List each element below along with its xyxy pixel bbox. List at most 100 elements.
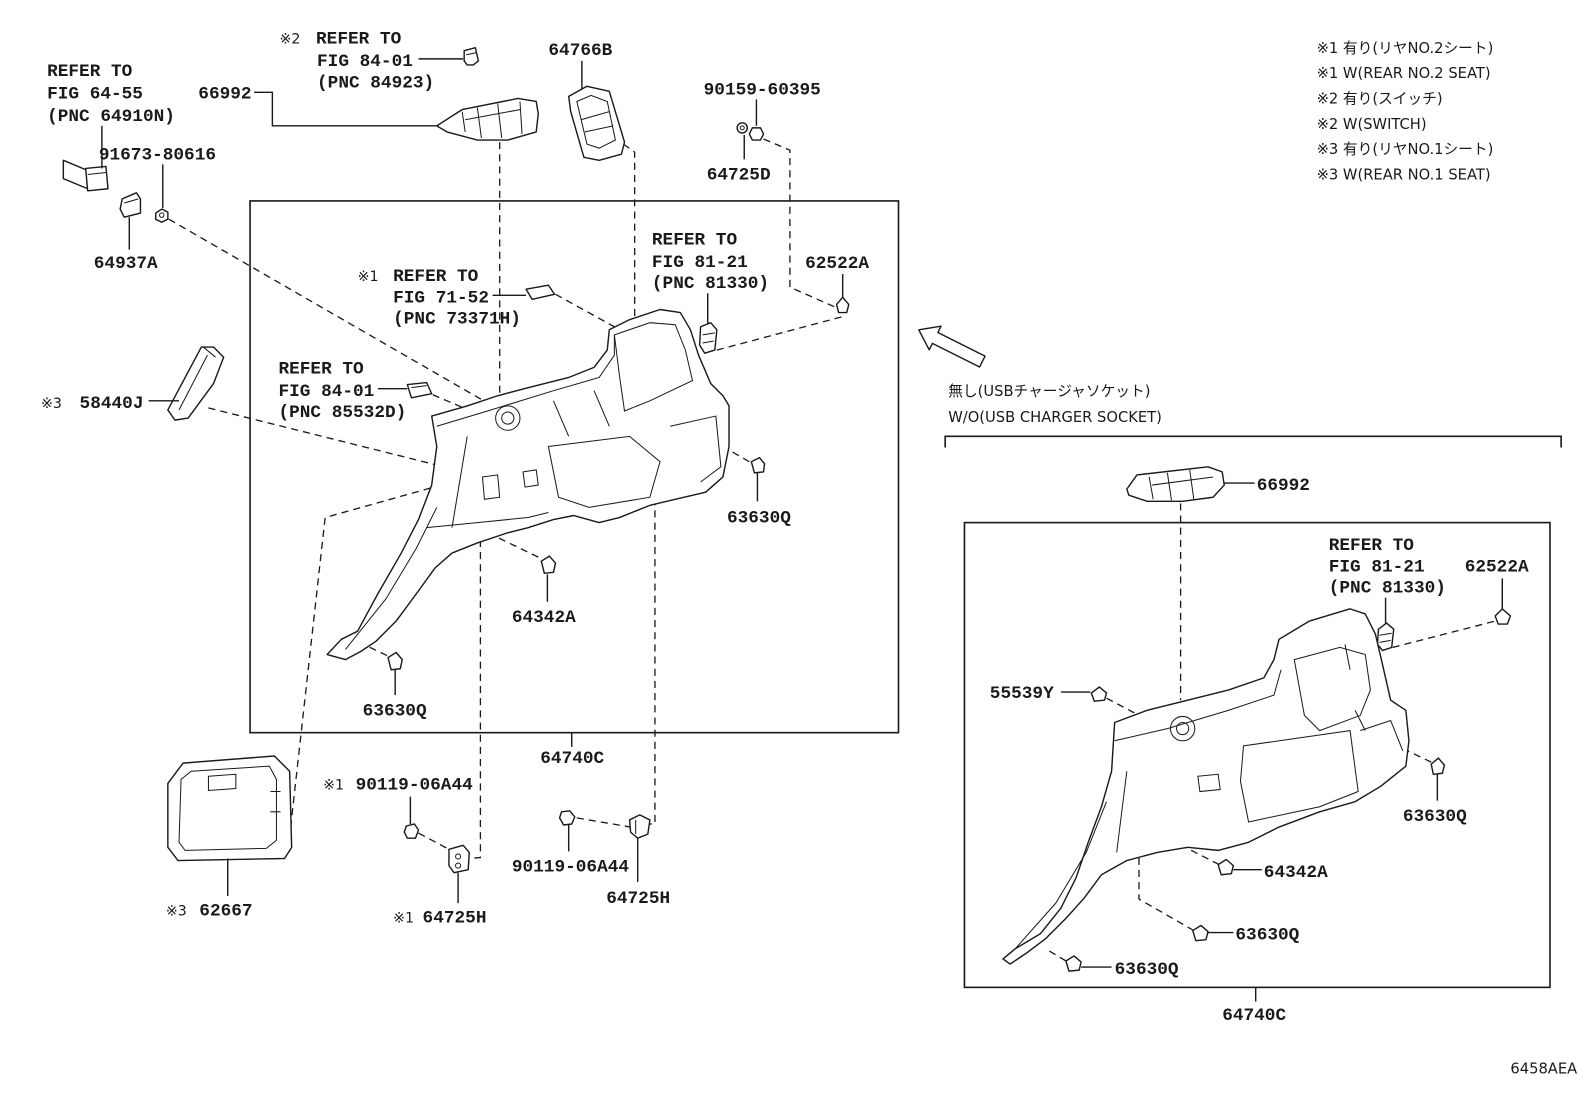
legend-item: ※1 W(REAR NO.2 SEAT) xyxy=(1317,65,1491,82)
ref-text: REFER TO xyxy=(316,30,402,50)
ref-fig-81-21-line: (PNC 81330) xyxy=(652,274,769,294)
part-63630q-b-drawing xyxy=(1192,924,1209,942)
part-63630q-c-drawing xyxy=(1065,955,1082,972)
part-81330-connector xyxy=(698,321,718,354)
note-mark: ※2 xyxy=(279,32,300,48)
part-90119-06a44-left-drawing xyxy=(403,823,420,839)
part-63630q-lower-drawing xyxy=(387,651,403,671)
part-73371h-drawing xyxy=(525,284,556,301)
part-64342a-drawing xyxy=(540,555,557,575)
usb-less-view: 無し(USBチャージャソケット) W/O(USB CHARGER SOCKET) xyxy=(944,383,1562,1026)
part-label-64725h: 64725H xyxy=(606,889,670,909)
legend-item: ※3 W(REAR NO.1 SEAT) xyxy=(1317,167,1491,184)
part-55539y-drawing xyxy=(1090,686,1108,702)
part-62667-drawing xyxy=(167,755,293,862)
variant-condition-jp: 無し(USBチャージャソケット) xyxy=(948,383,1150,400)
part-number: 58440J xyxy=(80,394,144,414)
assembly-line xyxy=(576,817,631,828)
ref-fig-71-52-line: ※1 REFER TO xyxy=(358,267,479,287)
legend-item: ※3 有り(リヤNO.1シート) xyxy=(1317,141,1494,158)
part-label-91673-80616: 91673-80616 xyxy=(99,145,216,165)
main-view: REFER TO FIG 64-55 (PNC 64910N) 91673-80… xyxy=(41,30,900,928)
note-mark: ※3 xyxy=(41,396,62,412)
legend-item: ※1 有り(リヤNO.2シート) xyxy=(1317,40,1494,57)
assembly-line xyxy=(469,527,482,860)
variant-bracket xyxy=(944,435,1562,448)
ref-fig-84-01-b-line: REFER TO xyxy=(278,359,364,379)
assembly-line xyxy=(1045,948,1067,962)
assembly-line xyxy=(1138,832,1195,932)
ref-fig-81-21-line: FIG 81-21 xyxy=(652,253,748,273)
part-label-90119-06a44: 90119-06A44 xyxy=(512,858,630,878)
part-label-64725d: 64725D xyxy=(707,166,771,186)
part-90119-06a44-right-drawing xyxy=(558,810,576,826)
ref-text: REFER TO xyxy=(393,267,479,287)
assembly-line xyxy=(555,293,615,328)
part-number: 90119-06A44 xyxy=(356,775,474,795)
diagram-code: 6458AEA xyxy=(1510,1061,1577,1078)
note-mark: ※1 xyxy=(358,269,379,285)
part-84923-switch xyxy=(463,46,480,66)
ref-fig-81-21-line: REFER TO xyxy=(1329,536,1415,556)
part-label-64342a: 64342A xyxy=(1264,863,1328,883)
part-number: 62667 xyxy=(199,901,252,921)
assembly-line xyxy=(649,461,656,825)
part-label-66992: 66992 xyxy=(198,84,251,104)
note-mark: ※1 xyxy=(393,910,414,926)
part-label-63630q: 63630Q xyxy=(1235,926,1299,946)
ref-fig-84-01-a-line: FIG 84-01 xyxy=(317,52,413,72)
ref-fig-84-01-a-line: (PNC 84923) xyxy=(317,73,434,93)
part-label-63630q: 63630Q xyxy=(1403,807,1467,827)
part-64725d-drawing xyxy=(736,122,749,134)
view-direction-arrow xyxy=(918,325,986,368)
ref-fig-84-01-a-line: ※2 REFER TO xyxy=(279,30,401,50)
note-mark: ※1 xyxy=(323,777,344,793)
assembly-line xyxy=(1392,619,1500,649)
variant-leader-lines xyxy=(1060,482,1503,1002)
main-leader-lines xyxy=(101,58,844,904)
part-label-64725h: ※1 64725H xyxy=(393,908,486,928)
part-64740c-panel xyxy=(326,308,730,661)
part-90159-60395-drawing xyxy=(748,127,765,141)
part-label-90159-60395: 90159-60395 xyxy=(704,80,821,100)
legend-item: ※2 有り(スイッチ) xyxy=(1317,91,1443,108)
ref-fig-81-21-line: FIG 81-21 xyxy=(1329,557,1425,577)
assembly-line xyxy=(365,644,388,657)
part-64740c-panel xyxy=(1002,608,1410,965)
part-91673-80616-drawing xyxy=(154,208,169,223)
part-81330-connector xyxy=(1376,622,1395,652)
part-label-63630q: 63630Q xyxy=(727,509,791,529)
part-64342a-drawing xyxy=(1217,858,1235,876)
assembly-line xyxy=(168,218,486,403)
part-62522a-drawing xyxy=(1494,608,1512,625)
ref-fig-84-01-b-line: (PNC 85532D) xyxy=(278,403,406,423)
part-64725h-right-drawing xyxy=(628,814,651,839)
ref-fig-81-21-line: (PNC 81330) xyxy=(1329,579,1446,599)
ref-fig-84-01-b-line: FIG 84-01 xyxy=(278,382,374,402)
part-label-66992: 66992 xyxy=(1257,476,1310,496)
assembly-line xyxy=(1167,837,1220,866)
part-label-64342a: 64342A xyxy=(512,608,576,628)
part-label-62522a: 62522A xyxy=(1465,557,1529,577)
ref-fig-64-55-line: REFER TO xyxy=(47,62,133,82)
part-58440j-drawing xyxy=(167,346,225,421)
part-number: 64725H xyxy=(423,908,487,928)
part-64766b-drawing xyxy=(567,85,626,162)
part-label-64740c: 64740C xyxy=(1222,1006,1286,1026)
assembly-line xyxy=(286,474,478,855)
ref-fig-64-55-line: FIG 64-55 xyxy=(47,84,143,104)
part-62522a-drawing xyxy=(835,296,850,314)
ref-fig-81-21-line: REFER TO xyxy=(652,231,738,251)
part-64725h-left-drawing xyxy=(448,844,470,874)
legend-item: ※2 W(SWITCH) xyxy=(1317,116,1427,133)
part-label-64740c: 64740C xyxy=(540,749,604,769)
leader-line xyxy=(254,91,439,127)
assembly-line xyxy=(418,832,452,851)
part-label-63630q: 63630Q xyxy=(363,701,427,721)
part-64910n-connector xyxy=(62,159,109,192)
part-64937a-drawing xyxy=(119,192,142,218)
part-label-55539y: 55539Y xyxy=(990,684,1054,704)
part-63630q-a-drawing xyxy=(1430,757,1446,775)
